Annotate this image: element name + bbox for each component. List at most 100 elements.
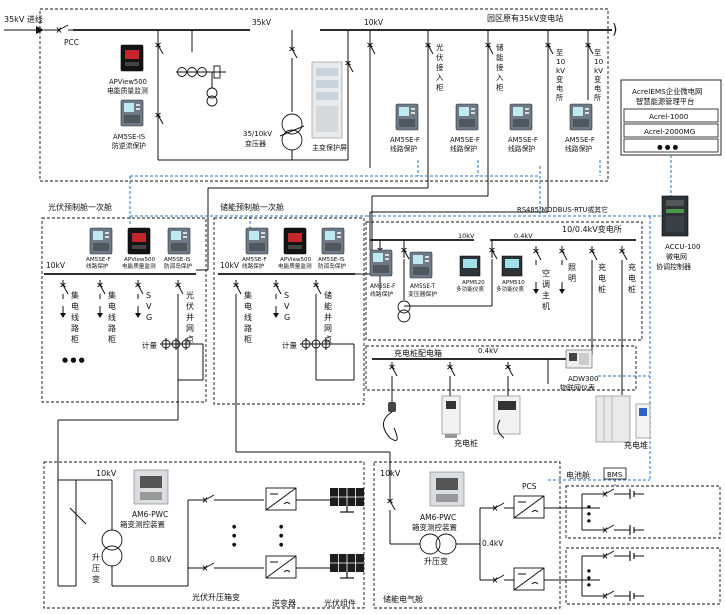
feeder4-label-2: 线路保护 [565, 144, 592, 153]
adw300-device [565, 349, 593, 369]
charging-pile-2 [493, 395, 521, 439]
pv-dots: ● ● ● [62, 356, 85, 364]
feeder-pv-label: 光 伏 接 入 柜 [436, 42, 446, 92]
battery-string-2 [582, 550, 644, 601]
accu-device [661, 195, 689, 237]
apm510-label-1: APM510 [502, 280, 525, 286]
feeder4-label-1: AM5SE-F [565, 136, 595, 144]
pv-box-v-label: 0.8kV [150, 555, 172, 564]
pv-d1-label-2: 线路保护 [86, 262, 109, 270]
es-d1-label-1: AM5SE-F [242, 257, 267, 263]
pv-col3: S V G [146, 291, 154, 322]
pv-d1-label-1: AM5SE-F [86, 257, 111, 263]
battery-frame-1 [565, 485, 721, 539]
platform-title-2: 智慧能源管理平台 [636, 97, 694, 106]
comm-bus-label: RS485/MODBUS-RTU或其它 [517, 205, 608, 214]
pv-box-frame [43, 461, 365, 609]
es-room-title: 储能电气舱 [383, 594, 423, 604]
sub04-04kv: 0.4kV [514, 232, 533, 240]
sub04-col3: 充 电 桩 [598, 262, 609, 294]
pcc-label: PCC [64, 38, 79, 47]
inv-dot-1: ● [279, 524, 284, 530]
battery-dot-b2: ● [587, 576, 591, 581]
bus-35kv-label: 35kV [252, 18, 272, 27]
es-d2-label-1: APView500 [280, 257, 312, 263]
continue-mark: ) [612, 22, 617, 38]
inverter-icon-1 [265, 487, 297, 511]
charging-pile-label: 充电桩 [454, 438, 478, 448]
pv-bus-label: 10kV [46, 261, 66, 270]
charging-pile-1 [441, 395, 461, 438]
es-am5se-is-device [321, 227, 345, 255]
es-d3-label-1: AM5SE-IS [318, 257, 345, 263]
es-room-ctrl-label-2: 箱变测控装置 [412, 522, 457, 532]
battery-title: 电池舱 [566, 470, 590, 480]
apm510-device [501, 255, 523, 277]
feeder3-label-1: AM5SE-F [508, 136, 538, 144]
substation-label: 园区原有35kV变电站 [487, 13, 563, 23]
adw300-label-2: 物联网仪表 [560, 383, 595, 392]
battery-dot-a2: ● [587, 512, 591, 517]
platform-more: ● ● ● [657, 143, 678, 151]
es-room-trafo-label: 升压变 [424, 556, 448, 566]
feeder-sub1-label: 至 10 kV 变 电 所 [556, 48, 567, 102]
apm510-label-2: 多功能仪表 [496, 285, 524, 293]
pv-box-ctrl-label-2: 箱变测控装置 [120, 519, 165, 529]
charging-plug-icon [383, 402, 398, 441]
main-protect-cabinet [311, 61, 343, 139]
pv-col2: 集 电 线 路 柜 [108, 290, 119, 344]
feeder-sub2-label: 至 10 kV 变 电 所 [594, 48, 605, 102]
am5se-is-device [120, 99, 144, 127]
am5se-f-device-3 [509, 103, 533, 131]
transformer-label-1: 35/10kV [243, 130, 272, 138]
accu-label-1: ACCU-100 [665, 243, 700, 251]
sub04-col2: 照 明 [568, 263, 579, 283]
sub04-10kv: 10kV [458, 232, 475, 240]
am5se-is-label-2: 防逆流保护 [112, 141, 146, 150]
am5se-f-device-4 [569, 103, 593, 131]
accu-label-3: 协调控制器 [656, 262, 691, 271]
pv-box-dot-1: ● [232, 524, 237, 530]
es-d2-label-2: 电能质量监测 [278, 262, 312, 270]
incoming-label: 35kV 进线 [4, 14, 43, 24]
sub04-d1-label-1: AM5SE-F [370, 284, 395, 290]
pv-box-am6-device [133, 469, 169, 505]
sub04-am5se-t-device [409, 251, 433, 279]
bms-label: BMS [607, 471, 623, 479]
pv-apview-device [127, 227, 151, 255]
am5se-f-device-2 [455, 103, 479, 131]
es-apview-device [283, 227, 307, 255]
inv-dot-2: ● [279, 533, 284, 539]
apview-device [120, 44, 144, 72]
main-protect-label: 主变保护屏 [312, 143, 347, 152]
sub04-d2-label-2: 变压器保护 [408, 290, 437, 298]
es-col2: S V G [284, 291, 292, 322]
apm520-device [459, 255, 481, 277]
charging-box-label: 充电桩配电箱 [394, 348, 442, 358]
platform-item-1: Acrel-1000 [649, 112, 689, 121]
pv-am5se-is-device [167, 227, 191, 255]
es-am5se-f-device [245, 227, 269, 255]
solar-panel-icon-1 [329, 487, 365, 513]
sub04-frame [365, 221, 643, 341]
feeder1-label-2: 线路保护 [390, 144, 417, 153]
feeder2-label-2: 线路保护 [450, 144, 477, 153]
module-label: 光伏组件 [324, 598, 356, 608]
pv-box-trafo-label: 升 压 变 [92, 553, 103, 584]
es-col3: 储 能 并 网 点 [324, 290, 335, 344]
es-room-ctrl-label-1: AM6-PWC [420, 513, 456, 522]
battery-dot-b1: ● [587, 569, 591, 574]
platform-item-2: Acrel-2000MG [644, 127, 696, 136]
solar-panel-icon-2 [329, 553, 365, 579]
bus-10kv-label: 10kV [364, 18, 384, 27]
pv-box-dot-2: ● [232, 533, 237, 539]
es-cabin-frame [213, 217, 365, 405]
pv-d2-label-2: 电能质量监测 [122, 262, 156, 270]
battery-frame-2 [565, 547, 721, 605]
pv-d3-label-1: AM5SE-IS [164, 257, 191, 263]
inv-dot-3: ● [279, 542, 284, 548]
charging-v-label: 0.4kV [478, 347, 498, 355]
pv-box-title: 光伏升压箱变 [192, 592, 240, 602]
